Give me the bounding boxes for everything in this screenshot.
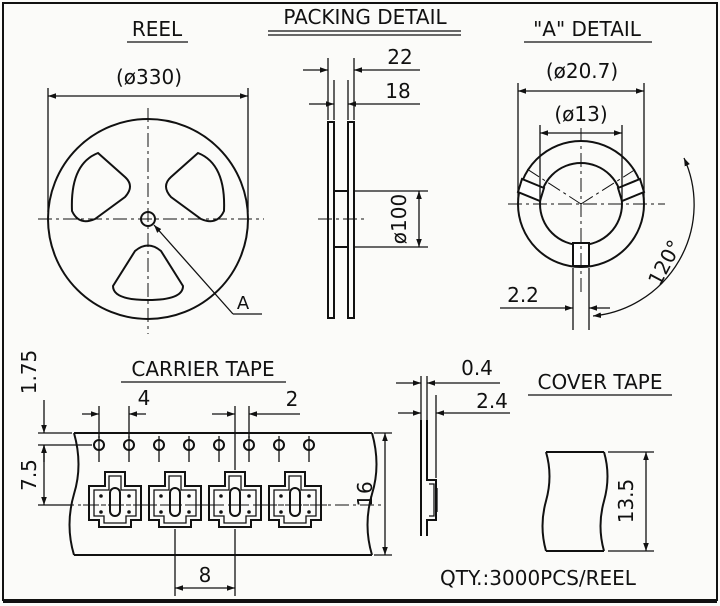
reel-view: (ø330) A bbox=[38, 65, 264, 334]
cover-tape-view: 13.5 bbox=[541, 451, 654, 552]
tape-pocket bbox=[263, 471, 327, 528]
tape-hole-to-center-label: 7.5 bbox=[17, 459, 41, 491]
carrier-section bbox=[426, 420, 437, 536]
sprocket-hole bbox=[243, 436, 255, 462]
tape-pocket bbox=[83, 471, 147, 528]
a-detail-view: (ø20.7) (ø13) 2.2 120° bbox=[500, 59, 695, 330]
sprocket-hole bbox=[303, 436, 315, 462]
a-outer-diameter-label: (ø20.7) bbox=[546, 59, 618, 83]
tape-cross-section: 0.4 2.4 bbox=[396, 356, 510, 536]
tape-edge-to-hole-label: 1.75 bbox=[17, 350, 41, 395]
reel-diameter-label: (ø330) bbox=[116, 65, 182, 89]
carrier-tape-view: 4 2 1.75 7.5 16 8 bbox=[17, 350, 392, 596]
reel-flange-left bbox=[327, 121, 335, 319]
heading-a-detail: "A" DETAIL bbox=[524, 17, 652, 43]
packing-width-inner-label: 18 bbox=[385, 79, 410, 103]
packing-width-outer-label: 22 bbox=[387, 45, 412, 69]
cover-thickness-label: 0.4 bbox=[461, 356, 493, 380]
heading-reel-text: REEL bbox=[132, 17, 183, 41]
sprocket-hole bbox=[123, 436, 135, 462]
sprocket-hole bbox=[213, 436, 225, 462]
heading-cover-tape-text: COVER TAPE bbox=[538, 370, 663, 394]
heading-packing-detail: PACKING DETAIL bbox=[268, 5, 461, 36]
tape-left-break bbox=[68, 432, 80, 556]
tape-hole-to-pocket-label: 2 bbox=[286, 387, 299, 411]
heading-reel: REEL bbox=[127, 17, 188, 43]
tape-right-break bbox=[366, 432, 378, 556]
heading-carrier-tape-text: CARRIER TAPE bbox=[131, 357, 274, 381]
reel-window-upper-left bbox=[70, 151, 131, 223]
reel-detail-marker: A bbox=[237, 293, 250, 314]
heading-a-detail-text: "A" DETAIL bbox=[533, 17, 642, 41]
sprocket-hole bbox=[93, 436, 105, 462]
quantity-note: QTY.:3000PCS/REEL bbox=[440, 566, 637, 590]
cover-tape-left-break bbox=[541, 451, 551, 552]
heading-carrier-tape: CARRIER TAPE bbox=[121, 357, 286, 383]
sprocket-hole bbox=[273, 436, 285, 462]
a-slot-width-label: 2.2 bbox=[507, 283, 539, 307]
sprocket-hole bbox=[183, 436, 195, 462]
sprocket-hole bbox=[153, 436, 165, 462]
tape-pocket-pitch-label: 8 bbox=[199, 563, 212, 587]
tape-pocket bbox=[203, 471, 267, 528]
tape-thickness-label: 2.4 bbox=[476, 389, 508, 413]
sprocket-hole-row bbox=[93, 436, 315, 462]
cover-width-label: 13.5 bbox=[614, 479, 638, 524]
a-angle-label: 120° bbox=[643, 236, 687, 290]
a-inner-diameter-label: (ø13) bbox=[554, 102, 607, 126]
reel-window-upper-right bbox=[165, 151, 226, 223]
cover-tape-right-break bbox=[599, 451, 609, 552]
reel-window-bottom bbox=[111, 244, 185, 302]
hub-diameter-label: ø100 bbox=[387, 194, 411, 244]
heading-cover-tape: COVER TAPE bbox=[528, 370, 672, 396]
tape-hole-pitch-label: 4 bbox=[138, 386, 151, 410]
reel-flange-right bbox=[347, 121, 355, 319]
heading-packing-detail-text: PACKING DETAIL bbox=[283, 5, 447, 29]
packing-side-view: 22 18 ø100 bbox=[303, 45, 428, 319]
tape-pocket bbox=[143, 471, 207, 528]
tape-width-label: 16 bbox=[353, 481, 377, 506]
